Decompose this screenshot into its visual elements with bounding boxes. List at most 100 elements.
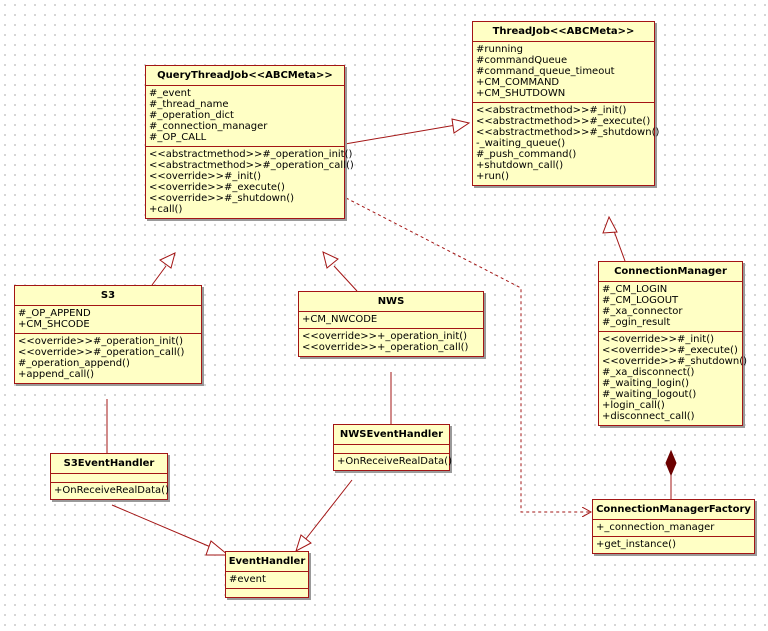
operation: <<override>>#_shutdown() — [149, 193, 294, 204]
class-s3[interactable]: S3 #_OP_APPEND +CM_SHCODE <<override>>#_… — [14, 285, 202, 384]
operations-section: <<override>>#_operation_init() <<overrid… — [15, 334, 201, 383]
attribute: #_ogin_result — [602, 317, 671, 328]
gen-s3-to-query-head — [159, 252, 176, 269]
attributes-section: #_OP_APPEND +CM_SHCODE — [15, 306, 201, 334]
attribute: #_CM_LOGIN — [602, 284, 668, 295]
class-connectionmanager[interactable]: ConnectionManager #_CM_LOGIN #_CM_LOGOUT… — [598, 261, 747, 426]
attributes-section: #event — [226, 572, 308, 589]
class-title: S3EventHandler — [51, 454, 167, 474]
attribute: #_CM_LOGOUT — [602, 295, 679, 306]
operation: <<override>>#_init() — [602, 334, 715, 345]
class-title: NWS — [299, 292, 483, 312]
class-title: S3 — [15, 286, 201, 306]
attribute: #command_queue_timeout — [476, 66, 615, 77]
operation: +call() — [149, 204, 183, 215]
operations-section: <<override>>+_operation_init() <<overrid… — [299, 329, 483, 356]
class-querythreadjob[interactable]: QueryThreadJob<<ABCMeta>> #_event #_thre… — [145, 65, 354, 219]
gen-connmgr-to-thread-head — [602, 215, 618, 234]
operation: +shutdown_call() — [476, 160, 564, 171]
attribute: +CM_SHUTDOWN — [476, 88, 566, 99]
operation: +login_call() — [602, 400, 665, 411]
operation: -_waiting_queue() — [476, 138, 566, 149]
operation: <<abstractmethod>>#_shutdown() — [476, 127, 660, 138]
class-threadjob[interactable]: ThreadJob<<ABCMeta>> #running #commandQu… — [472, 21, 660, 186]
gen-s3-to-query — [151, 265, 167, 286]
attribute: #_OP_APPEND — [18, 308, 91, 319]
attributes-section — [334, 445, 449, 454]
operation: <<override>>#_execute() — [602, 345, 738, 356]
class-s3eventhandler[interactable]: S3EventHandler +OnReceiveRealData() — [50, 453, 169, 500]
operation: +run() — [476, 171, 509, 182]
operation: <<abstractmethod>>#_init() — [476, 105, 627, 116]
operation: #_push_command() — [476, 149, 577, 160]
operation: <<abstractmethod>>#_operation_call() — [149, 160, 354, 171]
class-title: EventHandler — [226, 552, 308, 572]
operation: <<abstractmethod>>#_operation_init() — [149, 149, 353, 160]
attributes-section: +CM_NWCODE — [299, 312, 483, 329]
attribute: #_event — [149, 88, 191, 99]
class-eventhandler[interactable]: EventHandler #event — [225, 551, 309, 598]
operations-section — [226, 589, 308, 597]
class-nwseventhandler[interactable]: NWSEventHandler +OnReceiveRealData() — [333, 424, 452, 471]
attribute: #_thread_name — [149, 99, 229, 110]
operation: #_waiting_login() — [602, 378, 690, 389]
operation: <<override>>#_operation_init() — [18, 336, 184, 347]
operation: <<override>>#_execute() — [149, 182, 285, 193]
attribute: #_xa_connector — [602, 306, 683, 317]
gen-s3handler-to-event-head — [205, 540, 230, 556]
gen-s3handler-to-event — [111, 504, 214, 549]
operation: <<override>>#_init() — [149, 171, 262, 182]
operations-section: <<abstractmethod>>#_operation_init() <<a… — [146, 147, 354, 218]
class-title: ConnectionManager — [599, 262, 742, 282]
dep-query-to-factory — [345, 197, 591, 512]
operation: +OnReceiveRealData() — [54, 485, 169, 496]
gen-nwshandler-to-event — [304, 479, 353, 541]
operation: #_operation_append() — [18, 358, 130, 369]
operation: +disconnect_call() — [602, 411, 695, 422]
gen-query-to-thread — [344, 124, 457, 145]
gen-connmgr-to-thread — [613, 230, 626, 262]
operation: #_waiting_logout() — [602, 389, 697, 400]
operation: #_xa_disconnect() — [602, 367, 695, 378]
attribute: #commandQueue — [476, 55, 568, 66]
operations-section: +get_instance() — [593, 537, 754, 553]
operation: <<override>>+_operation_init() — [302, 331, 468, 342]
attributes-section: #_CM_LOGIN #_CM_LOGOUT #_xa_connector #_… — [599, 282, 742, 332]
gen-nwshandler-to-event-head — [295, 534, 312, 553]
gen-nws-to-query — [333, 265, 358, 292]
class-title: ThreadJob<<ABCMeta>> — [473, 22, 654, 42]
gen-nws-to-query-head — [322, 251, 339, 269]
class-title: QueryThreadJob<<ABCMeta>> — [146, 66, 344, 86]
class-nws[interactable]: NWS +CM_NWCODE <<override>>+_operation_i… — [298, 291, 484, 357]
operation: <<override>>#_operation_call() — [18, 347, 185, 358]
attribute: #event — [229, 574, 266, 585]
operations-section: <<abstractmethod>>#_init() <<abstractmet… — [473, 103, 660, 185]
class-connectionmanagerfactory[interactable]: ConnectionManagerFactory +_connection_ma… — [592, 499, 755, 554]
class-title: NWSEventHandler — [334, 425, 449, 445]
operation: <<override>>+_operation_call() — [302, 342, 469, 353]
attribute: #running — [476, 44, 523, 55]
attributes-section — [51, 474, 167, 483]
operation: <<abstractmethod>>#_execute() — [476, 116, 651, 127]
attribute: +CM_NWCODE — [302, 314, 378, 325]
attribute: +CM_COMMAND — [476, 77, 560, 88]
operation: <<override>>#_shutdown() — [602, 356, 747, 367]
attribute: #_OP_CALL — [149, 132, 207, 143]
operations-section: +OnReceiveRealData() — [51, 483, 169, 499]
operation: +append_call() — [18, 369, 95, 380]
attributes-section: #_event #_thread_name #_operation_dict #… — [146, 86, 344, 147]
comp-diamond — [665, 449, 677, 477]
operations-section: +OnReceiveRealData() — [334, 454, 452, 470]
class-title: ConnectionManagerFactory — [593, 500, 754, 520]
gen-query-to-thread-head — [451, 118, 471, 134]
operation: +OnReceiveRealData() — [337, 456, 452, 467]
attribute: #_operation_dict — [149, 110, 234, 121]
attributes-section: #running #commandQueue #command_queue_ti… — [473, 42, 654, 103]
operations-section: <<override>>#_init() <<override>>#_execu… — [599, 332, 747, 425]
attribute: +CM_SHCODE — [18, 319, 90, 330]
attribute: +_connection_manager — [596, 522, 715, 533]
operation: +get_instance() — [596, 539, 676, 550]
attributes-section: +_connection_manager — [593, 520, 754, 537]
attribute: #_connection_manager — [149, 121, 268, 132]
